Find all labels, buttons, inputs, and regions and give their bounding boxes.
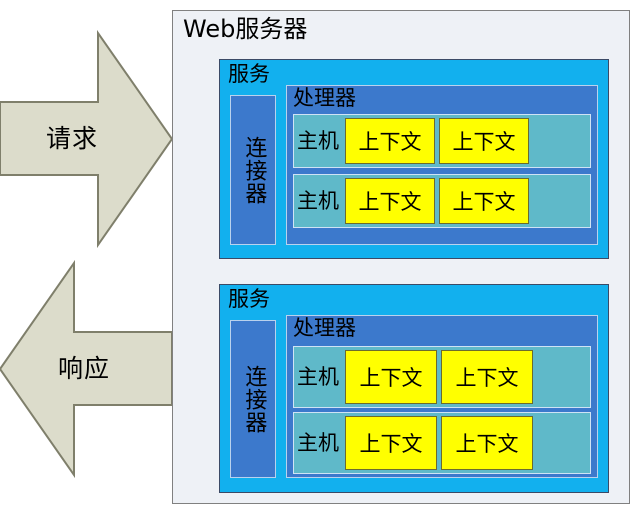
context-box: 上下文	[345, 118, 435, 164]
context-box: 上下文	[345, 416, 437, 470]
context-box: 上下文	[345, 350, 437, 404]
host-label: 主机	[297, 128, 339, 153]
request-arrow-label: 请求	[46, 124, 99, 153]
host-label: 主机	[297, 430, 339, 455]
connector-block-1: 连接器	[230, 95, 276, 245]
processor-title-2: 处理器	[293, 316, 356, 340]
service-block-1: 服务 连接器 处理器 主机 上下文 上下文 主机 上下文 上下文	[219, 59, 609, 259]
context-box: 上下文	[345, 178, 435, 224]
web-server-container: Web服务器 服务 连接器 处理器 主机 上下文 上下文 主机 上下文 上下文	[172, 10, 630, 504]
connector-label-1: 连接器	[241, 135, 267, 205]
context-box: 上下文	[439, 178, 529, 224]
context-box: 上下文	[439, 118, 529, 164]
context-box: 上下文	[441, 416, 533, 470]
host-label: 主机	[297, 364, 339, 389]
host-row: 主机 上下文 上下文	[293, 174, 591, 228]
host-row: 主机 上下文 上下文	[293, 114, 591, 168]
host-row: 主机 上下文 上下文	[293, 346, 591, 408]
host-label: 主机	[297, 188, 339, 213]
context-box: 上下文	[441, 350, 533, 404]
processor-title-1: 处理器	[293, 86, 356, 110]
processor-block-2: 处理器 主机 上下文 上下文 主机 上下文 上下文	[286, 315, 598, 478]
connector-label-2: 连接器	[241, 364, 267, 434]
web-server-title: Web服务器	[183, 15, 308, 43]
connector-block-2: 连接器	[230, 320, 276, 478]
response-arrow-label: 响应	[58, 354, 111, 383]
service-block-2: 服务 连接器 处理器 主机 上下文 上下文 主机 上下文 上下文	[219, 284, 609, 493]
processor-block-1: 处理器 主机 上下文 上下文 主机 上下文 上下文	[286, 85, 598, 245]
host-row: 主机 上下文 上下文	[293, 412, 591, 474]
service-title-2: 服务	[228, 287, 270, 311]
service-title-1: 服务	[228, 62, 270, 86]
